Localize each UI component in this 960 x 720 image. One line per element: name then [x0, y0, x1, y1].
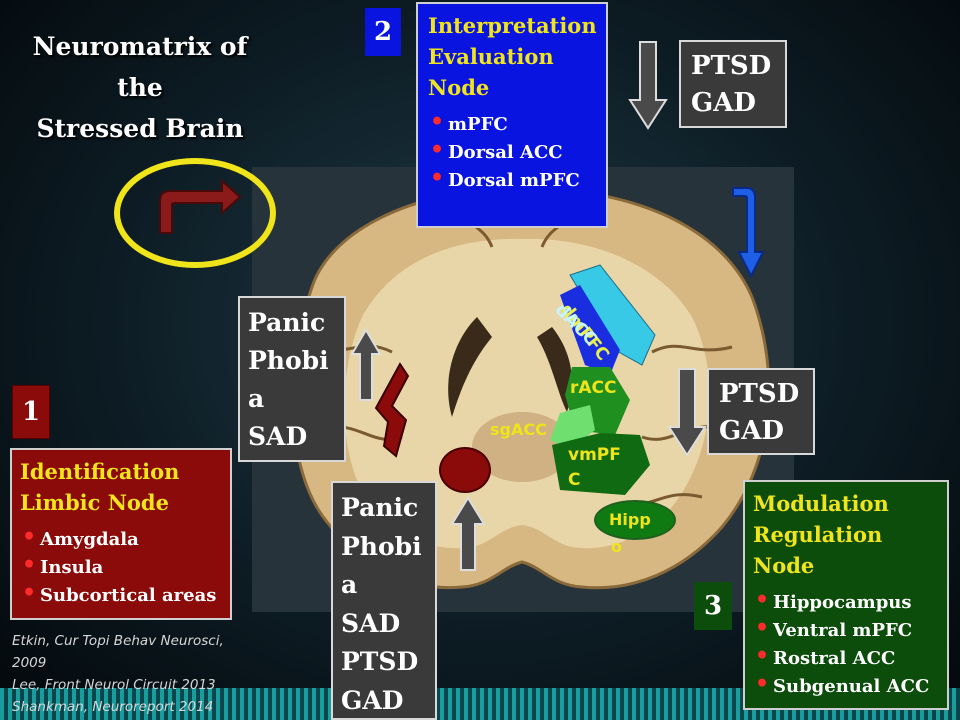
panic-label-left: Panic Phobi a SAD [238, 296, 346, 462]
label-line: Phobi [248, 346, 329, 375]
citations: Etkin, Cur Topi Behav Neurosci, 2009 Lee… [12, 630, 272, 718]
label-line: Panic [341, 493, 419, 522]
label-line: vmPF [568, 445, 621, 465]
node-list: mPFC Dorsal ACC Dorsal mPFC [428, 108, 596, 195]
citation-line: Lee, Front Neurol Circuit 2013 [12, 677, 216, 693]
down-arrow-icon [667, 368, 707, 457]
title-line: Neuromatrix of [32, 32, 248, 61]
node-heading: Regulation [753, 522, 883, 547]
title-line: the [117, 73, 163, 102]
label-line: Hipp [609, 510, 651, 529]
page-title: Neuromatrix of the Stressed Brain [20, 26, 260, 149]
hippo-label: Hipp o [609, 506, 651, 560]
label-line: SAD [341, 608, 401, 638]
label-line: GAD [691, 88, 756, 118]
node-2-number: 2 [365, 8, 401, 56]
ptsd-gad-label-mid: PTSD GAD [707, 368, 815, 455]
sgacc-label: sgACC [490, 420, 547, 439]
node-heading: Modulation [753, 491, 889, 516]
label-line: Panic [248, 308, 326, 337]
node-heading: Interpretation [428, 13, 597, 38]
list-item: Dorsal ACC [428, 136, 596, 167]
brain-regions [550, 264, 656, 495]
label-line: C [568, 470, 581, 490]
node-list: Amygdala Insula Subcortical areas [20, 523, 222, 610]
vmpfc-region [552, 433, 650, 495]
racc-label: rACC [570, 378, 617, 398]
citation-line: 2009 [12, 655, 47, 671]
list-item: mPFC [428, 108, 596, 139]
circuit-icon [114, 158, 276, 268]
list-item: Dorsal mPFC [428, 164, 596, 195]
hippocampus-region [594, 500, 676, 540]
down-arrow-icon [628, 41, 668, 130]
citation-line: Shankman, Neuroreport 2014 [12, 699, 214, 715]
node-1-number: 1 [12, 385, 50, 439]
label-line: GAD [341, 685, 404, 715]
list-item: Rostral ACC [753, 642, 939, 673]
list-item: Hippocampus [753, 586, 939, 617]
node-3-number: 3 [694, 582, 732, 630]
identification-node-box: Identification Limbic Node Amygdala Insu… [10, 448, 232, 620]
list-item: Subcortical areas [20, 579, 222, 610]
node-heading: Limbic Node [20, 490, 169, 515]
ptsd-gad-label-top: PTSD GAD [679, 40, 787, 128]
list-item: Subgenual ACC [753, 670, 939, 701]
up-arrow-icon [350, 328, 382, 401]
node-heading: Evaluation [428, 44, 554, 69]
node-heading: Identification [20, 459, 180, 484]
label-line: PTSD [691, 51, 772, 81]
list-item: Amygdala [20, 523, 222, 554]
label-line: PTSD [719, 379, 800, 409]
amygdala-region [439, 447, 491, 493]
insula-region [374, 362, 410, 458]
label-line: o [611, 537, 622, 556]
label-line: a [248, 384, 265, 413]
node-list: Hippocampus Ventral mPFC Rostral ACC Sub… [753, 586, 939, 701]
label-line: PTSD [341, 647, 419, 676]
up-arrow-icon [450, 496, 486, 571]
citation-line: Etkin, Cur Topi Behav Neurosci, [12, 633, 224, 649]
label-line: Phobi [341, 531, 422, 561]
node-heading: Node [753, 553, 815, 578]
vmpfc-label: vmPF C [568, 443, 621, 493]
list-item: Ventral mPFC [753, 614, 939, 645]
title-line: Stressed Brain [36, 114, 244, 143]
label-line: SAD [248, 422, 308, 451]
list-item: Insula [20, 551, 222, 582]
curved-arrow-icon [732, 187, 765, 279]
label-line: GAD [719, 416, 784, 446]
interpretation-node-box: Interpretation Evaluation Node mPFC Dors… [416, 2, 608, 228]
panic-label-bottom: Panic Phobi a SAD PTSD GAD [331, 481, 437, 720]
label-line: a [341, 570, 358, 599]
node-heading: Node [428, 75, 490, 100]
modulation-node-box: Modulation Regulation Node Hippocampus V… [743, 480, 949, 710]
dacc-region [560, 285, 620, 375]
